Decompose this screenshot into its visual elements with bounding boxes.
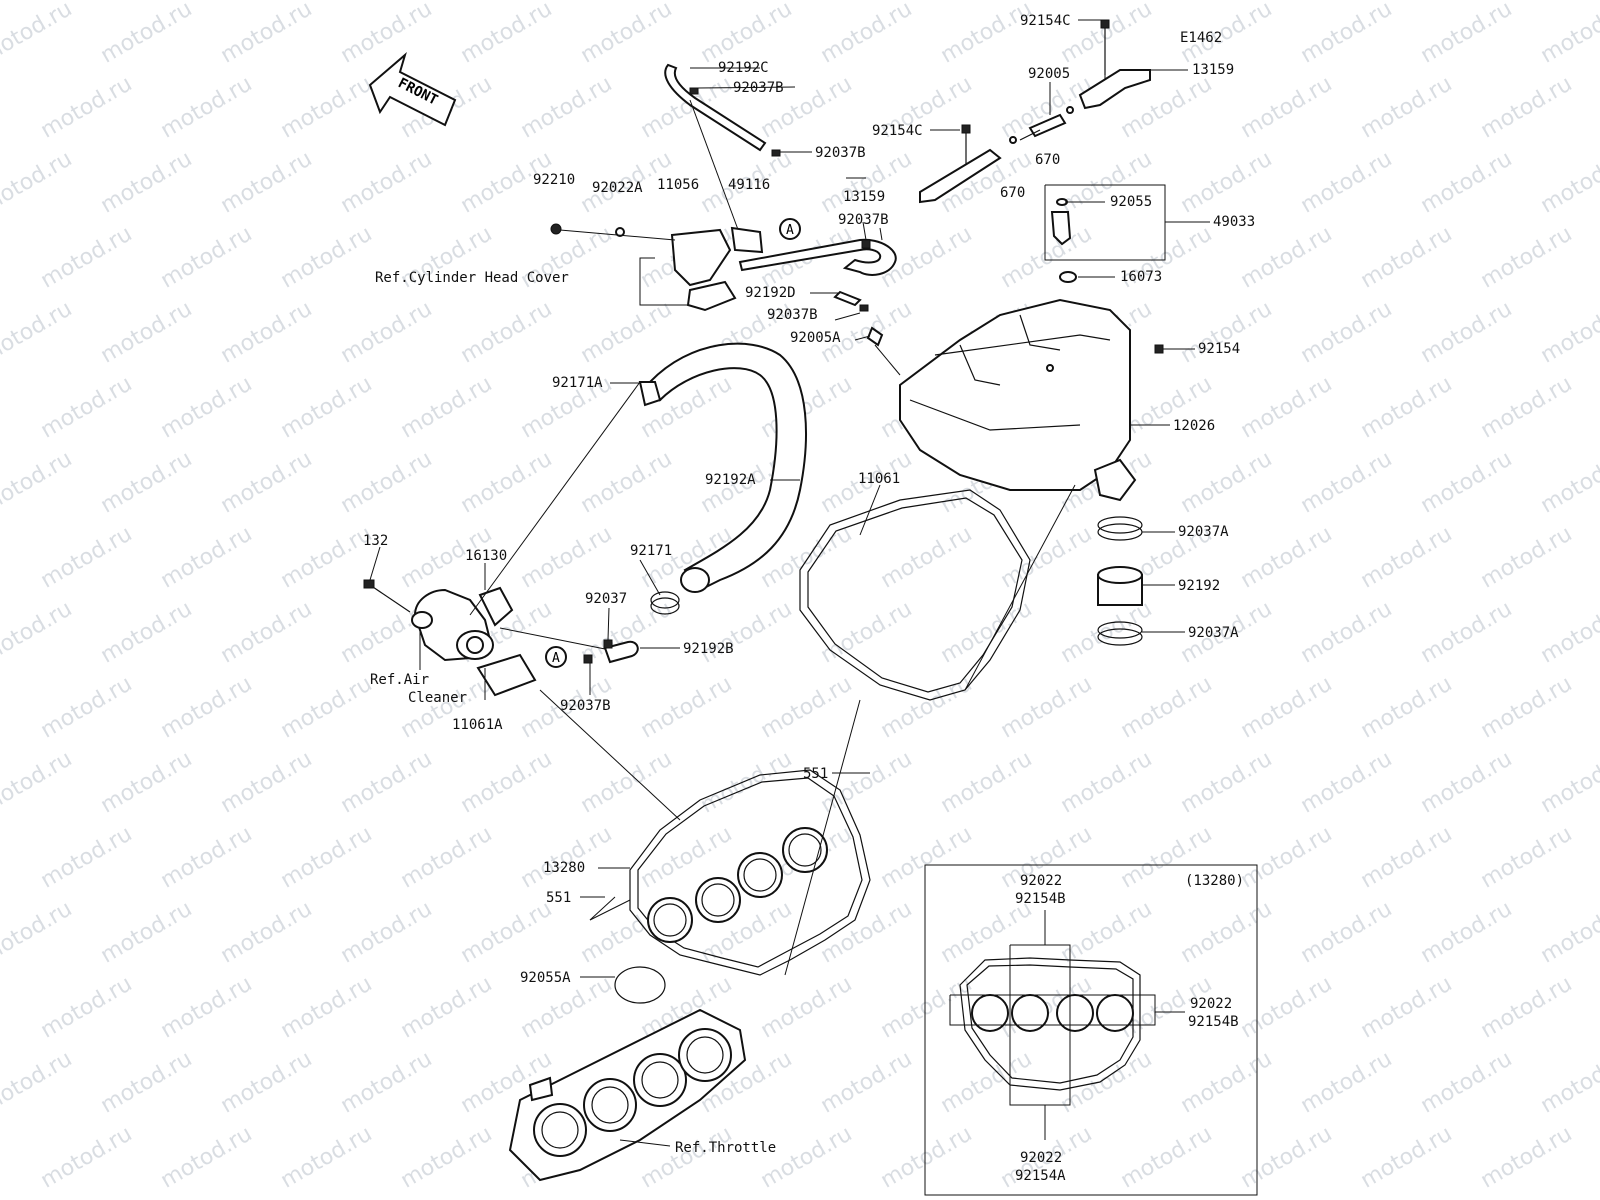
inset-label-92154b-right: 92154B [1188, 1014, 1239, 1030]
inset-label-92022-top: 92022 [1020, 873, 1063, 889]
breather-arm-upper [1019, 19, 1151, 141]
label-49033: 49033 [1213, 214, 1256, 230]
hose-92192b: A [545, 591, 680, 668]
label-92037b-3: 92037B [838, 212, 889, 228]
label-92154: 92154 [1198, 341, 1241, 357]
label-92022a: 92022A [592, 180, 643, 196]
label-ref-air-line2: Cleaner [408, 690, 468, 706]
inset-label-92154b-top: 92154B [1015, 891, 1066, 907]
label-132: 132 [363, 533, 389, 549]
label-92037b-5: 92037B [560, 698, 611, 714]
label-92154c-top: 92154C [1020, 13, 1071, 29]
label-92192d: 92192D [745, 285, 796, 301]
label-92154c-mid: 92154C [872, 123, 923, 139]
label-11061: 11061 [858, 471, 901, 487]
label-13159-mid: 13159 [843, 189, 886, 205]
air-box-12026 [899, 298, 1164, 502]
label-92192a: 92192A [705, 472, 756, 488]
hose-92192c [664, 63, 781, 236]
inset-label-92022-bottom: 92022 [1020, 1150, 1063, 1166]
plate-13280 [629, 484, 1076, 976]
label-92005a: 92005A [790, 330, 841, 346]
sensor-49033 [1044, 184, 1166, 283]
label-92037b-4: 92037B [767, 307, 818, 323]
label-92037a-2: 92037A [1188, 625, 1239, 641]
label-11056: 11056 [657, 177, 700, 193]
label-12026: 12026 [1173, 418, 1216, 434]
label-13280: 13280 [543, 860, 586, 876]
label-13159-top: 13159 [1192, 62, 1235, 78]
label-551-top: 551 [803, 766, 829, 782]
throttle-body [508, 966, 747, 1182]
label-92037b-2: 92037B [815, 145, 866, 161]
label-92192c: 92192C [718, 60, 769, 76]
label-92055: 92055 [1110, 194, 1153, 210]
label-92192: 92192 [1178, 578, 1221, 594]
label-92055a: 92055A [520, 970, 571, 986]
label-16073: 16073 [1120, 269, 1163, 285]
circle-marker-a-bottom: A [552, 651, 560, 666]
label-92171a: 92171A [552, 375, 603, 391]
label-92037b-1: 92037B [733, 80, 784, 96]
hose-92192d [738, 238, 901, 376]
gasket-11061 [799, 489, 1031, 701]
label-670-b: 670 [1000, 185, 1026, 201]
hose-92192a [638, 342, 807, 593]
label-11061a: 11061A [452, 717, 503, 733]
label-92210: 92210 [533, 172, 576, 188]
label-ref-air-line1: Ref.Air [370, 672, 430, 688]
diagram-code: E1462 [1180, 30, 1223, 46]
label-92005: 92005 [1028, 66, 1071, 82]
front-arrow-icon: FRONT [368, 52, 457, 127]
label-551-left: 551 [546, 890, 572, 906]
circle-marker-a-top: A [786, 223, 794, 238]
label-ref-throttle: Ref.Throttle [675, 1140, 777, 1156]
label-49116: 49116 [728, 177, 771, 193]
bracket-11056: A [550, 218, 801, 312]
label-16130: 16130 [465, 548, 508, 564]
breather-arm-mid [919, 106, 1074, 204]
label-92171: 92171 [630, 543, 673, 559]
inset-13280 [924, 864, 1258, 1196]
label-ref-cylinder-head-cover: Ref.Cylinder Head Cover [375, 270, 569, 286]
leader-lines [369, 19, 1210, 978]
label-670-a: 670 [1035, 152, 1061, 168]
inset-label-92154a: 92154A [1015, 1168, 1066, 1184]
label-92037: 92037 [585, 591, 628, 607]
clamp-boot-right [1097, 516, 1143, 646]
label-92037a-1: 92037A [1178, 524, 1229, 540]
inset-title: (13280) [1185, 873, 1245, 889]
label-92192b: 92192B [683, 641, 734, 657]
inset-label-92022-right: 92022 [1190, 996, 1233, 1012]
valve-16130 [363, 381, 681, 821]
